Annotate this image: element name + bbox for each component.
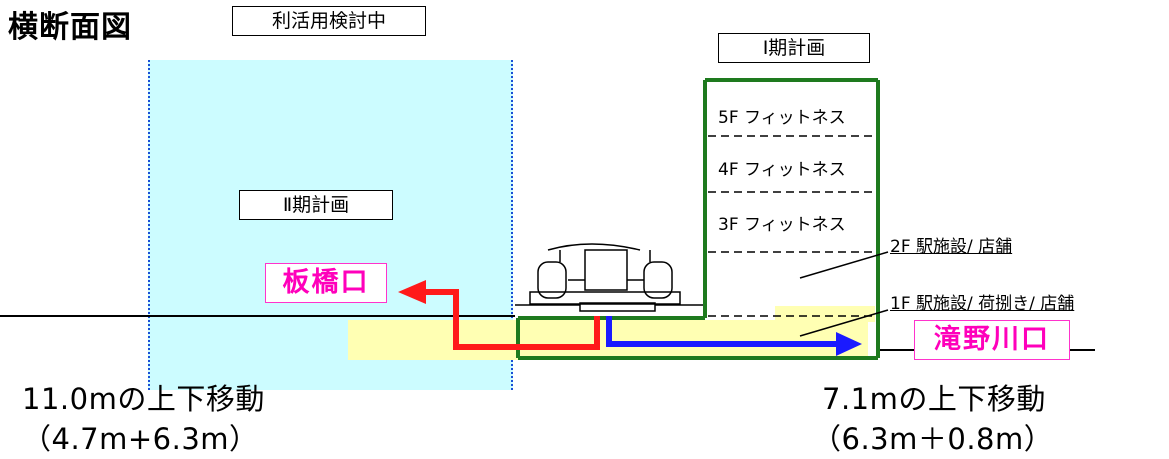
floor-label-5f: 5F フィットネス: [718, 108, 846, 128]
phase1-label: Ⅰ期計画: [718, 33, 870, 63]
right-movement-main: 7.1mの上下移動: [822, 382, 1046, 416]
callout-1f: 1F 駅施設/ 荷捌き/ 店舗: [890, 294, 1075, 314]
utilization-label: 利活用検討中: [232, 6, 426, 36]
callout-2f: 2F 駅施設/ 店舗: [890, 237, 1013, 257]
left-route-arrow: [422, 289, 600, 350]
exit-label-itabashi: 板橋口: [265, 263, 387, 303]
track-base: [579, 302, 656, 312]
right-movement-detail: （6.3m＋0.8m）: [812, 422, 1054, 456]
callout-leader-2f: [799, 251, 889, 279]
floor-label-4f: 4F フィットネス: [718, 160, 846, 180]
train-icon: [529, 243, 681, 305]
callout-leader-1f: [799, 309, 889, 337]
right-arrow-head: [836, 332, 862, 356]
floor-dividers: [708, 135, 875, 317]
underground-area-upper: [775, 306, 875, 322]
phase2-label: Ⅱ期計画: [239, 190, 393, 220]
left-movement-main: 11.0mの上下移動: [22, 382, 265, 416]
left-movement-detail: （4.7m+6.3m）: [22, 422, 259, 456]
left-arrow-head: [398, 280, 426, 304]
right-route-arrow: [606, 316, 840, 347]
floor-label-3f: 3F フィットネス: [718, 215, 846, 235]
page-title: 横断面図: [8, 10, 132, 45]
exit-label-takinogawa: 滝野川口: [914, 320, 1070, 360]
